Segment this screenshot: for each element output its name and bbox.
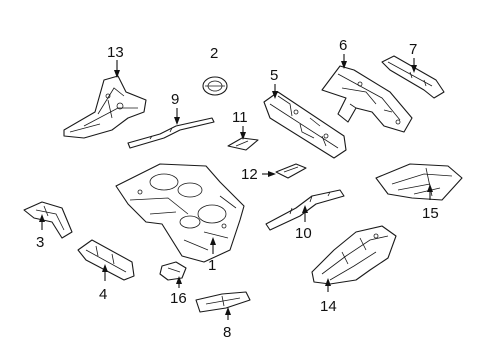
part-7-rail-extension[interactable] <box>381 55 445 99</box>
label-15: 15 <box>422 205 439 222</box>
label-9: 9 <box>171 91 179 108</box>
part-2-plug[interactable] <box>202 76 228 96</box>
part-8-lower-reinforcement[interactable] <box>195 291 251 313</box>
part-3-bracket[interactable] <box>23 201 73 239</box>
label-2: 2 <box>210 45 218 62</box>
label-13: 13 <box>107 44 124 61</box>
part-5-cross-member[interactable] <box>263 91 347 159</box>
label-8: 8 <box>223 324 231 341</box>
part-11-bracket[interactable] <box>227 137 259 151</box>
label-12: 12 <box>241 166 258 183</box>
part-1-floor-pan[interactable] <box>115 163 245 263</box>
label-14: 14 <box>320 298 337 315</box>
part-12-pad[interactable] <box>275 163 307 179</box>
part-13-rail-bracket[interactable] <box>63 75 147 139</box>
label-1: 1 <box>208 257 216 274</box>
part-4-channel[interactable] <box>77 239 135 281</box>
label-5: 5 <box>270 67 278 84</box>
label-11: 11 <box>232 109 248 126</box>
label-6: 6 <box>339 37 347 54</box>
label-16: 16 <box>170 290 187 307</box>
part-16-clip[interactable] <box>159 261 187 281</box>
label-3: 3 <box>36 234 44 251</box>
label-4: 4 <box>99 286 107 303</box>
part-14-wheel-arch[interactable] <box>311 225 397 285</box>
label-10: 10 <box>295 225 312 242</box>
label-7: 7 <box>409 41 417 58</box>
part-15-floor-section[interactable] <box>375 163 463 201</box>
part-6-side-member[interactable] <box>321 65 413 133</box>
part-9-reinforcement[interactable] <box>127 117 215 149</box>
